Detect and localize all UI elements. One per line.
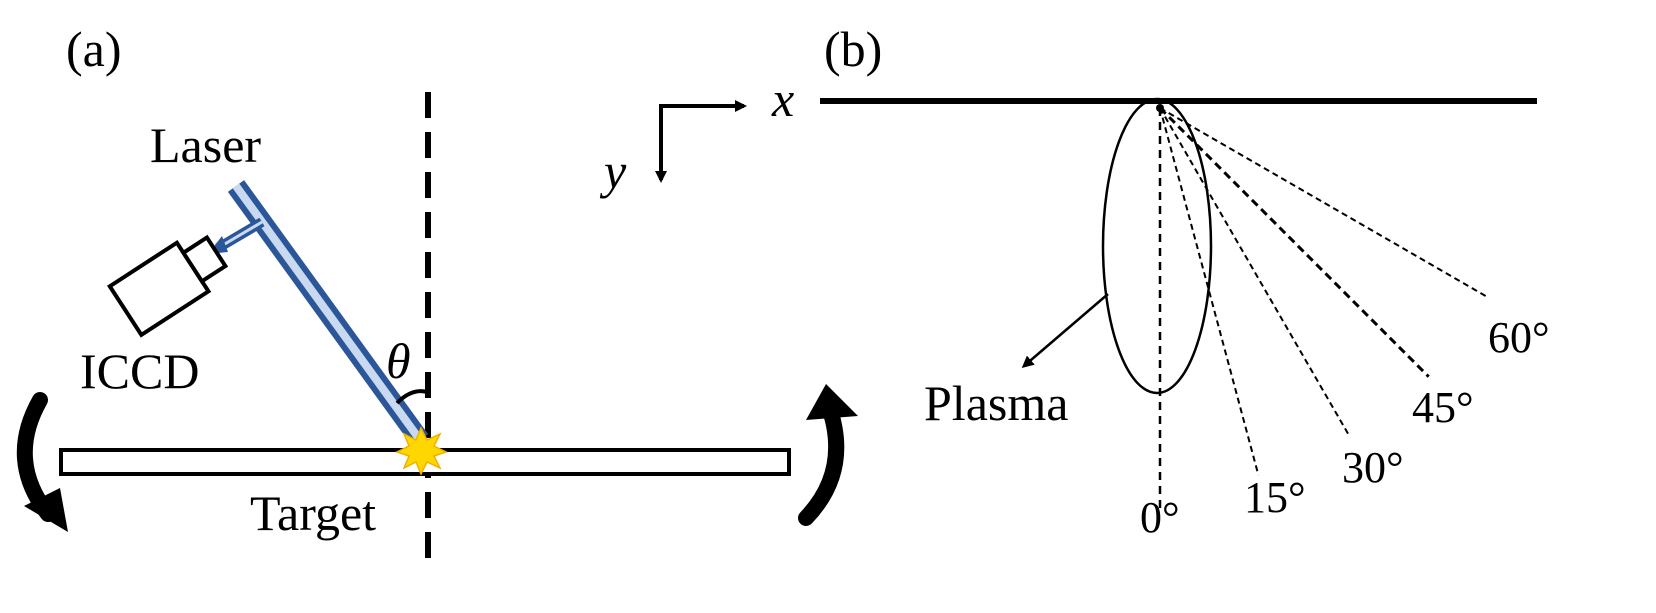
- angle-label-0: 0°: [1140, 493, 1180, 542]
- iccd-label: ICCD: [80, 343, 199, 399]
- panel-a: (a) Laser ICCD θ Target: [16, 21, 858, 560]
- plasma-plume: [1101, 97, 1213, 395]
- angle-ray-15: [1159, 107, 1260, 476]
- camera-lens: [180, 234, 229, 285]
- axis-x-label: x: [771, 71, 794, 127]
- plasma-label: Plasma: [924, 375, 1068, 431]
- angle-ray-60: [1159, 107, 1490, 299]
- angle-label-15: 15°: [1244, 473, 1306, 522]
- angle-ray-45: [1158, 106, 1430, 378]
- panel-b: (b) x y Plasma 0° 15° 30°45° 60°: [599, 21, 1550, 542]
- rotation-arrow-right: [798, 384, 858, 526]
- angle-label-45: 45°: [1412, 383, 1474, 432]
- rotation-arrow-left: [16, 392, 68, 532]
- panel-b-label: (b): [824, 21, 882, 77]
- iccd-camera: [107, 234, 229, 338]
- laser-beam: [227, 180, 429, 446]
- panel-a-label: (a): [66, 21, 122, 77]
- angle-label-60: 60°: [1488, 313, 1550, 362]
- axis-y-label: y: [599, 143, 627, 199]
- laser-label: Laser: [150, 117, 261, 173]
- angle-ray-30: [1159, 107, 1351, 438]
- target-label: Target: [250, 485, 376, 541]
- plasma-pointer: [1021, 293, 1109, 368]
- origin-point: [1156, 104, 1164, 112]
- angle-symbol: θ: [386, 333, 411, 389]
- angle-rays: [1158, 106, 1490, 508]
- angle-label-30: 30°: [1342, 443, 1404, 492]
- angle-labels: 0° 15° 30°45° 60°: [1140, 313, 1550, 542]
- angle-arc: [395, 389, 428, 405]
- axes-icon: [655, 100, 747, 183]
- spark-icon: [395, 426, 448, 476]
